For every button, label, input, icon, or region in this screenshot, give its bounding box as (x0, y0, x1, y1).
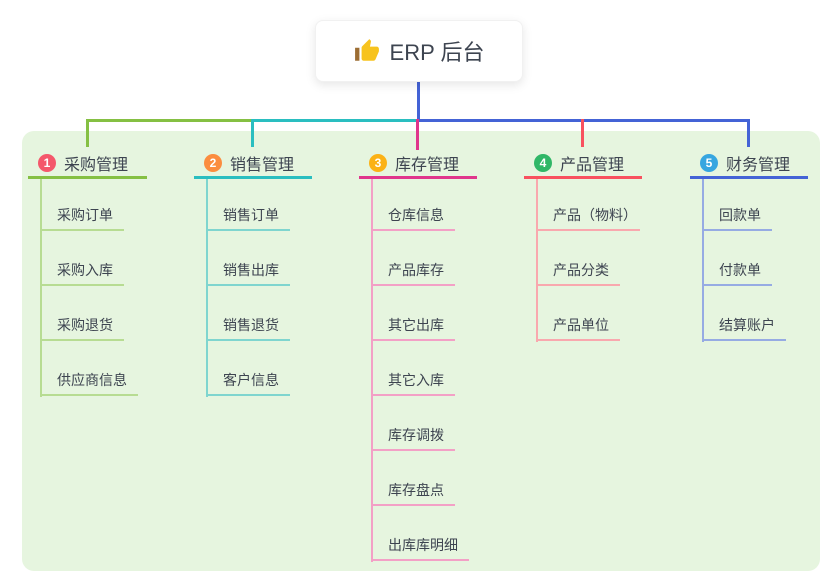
node-label[interactable]: 其它出库 (388, 317, 444, 333)
branch-underline-3 (359, 176, 477, 179)
branch-node-4[interactable]: 4 产品管理 (524, 150, 642, 176)
node-label[interactable]: 库存调拨 (388, 427, 444, 443)
connector-bus-green (87, 119, 253, 122)
connector-drop-branch-4 (581, 119, 584, 147)
child-underline (206, 229, 290, 231)
branch-underline-5 (690, 176, 808, 179)
node-label[interactable]: 结算账户 (719, 317, 775, 333)
branch-node-3[interactable]: 3 库存管理 (359, 150, 477, 176)
branch-trunk-5 (702, 179, 704, 342)
branch-label-5: 财务管理 (726, 157, 791, 174)
child-underline (702, 339, 786, 341)
branches-panel (22, 131, 820, 571)
branch-trunk-4 (536, 179, 538, 342)
node-label[interactable]: 付款单 (719, 262, 761, 278)
node-label[interactable]: 销售退货 (223, 317, 279, 333)
root-label: ERP 后台 (389, 40, 485, 65)
thumbs-up-icon (354, 38, 380, 64)
branch-trunk-2 (206, 179, 208, 397)
child-underline (40, 229, 124, 231)
child-underline (371, 284, 455, 286)
node-label[interactable]: 采购订单 (57, 207, 113, 223)
node-label[interactable]: 客户信息 (223, 372, 279, 388)
branch-badge-4: 4 (534, 154, 552, 172)
branch-node-1[interactable]: 1 采购管理 (28, 150, 147, 176)
child-underline (371, 394, 455, 396)
child-underline (40, 284, 124, 286)
node-label[interactable]: 产品（物料） (553, 207, 637, 223)
branch-label-3: 库存管理 (395, 157, 460, 174)
branch-badge-5: 5 (700, 154, 718, 172)
node-label[interactable]: 回款单 (719, 207, 761, 223)
connector-bus-teal (252, 119, 418, 122)
branch-node-2[interactable]: 2 销售管理 (194, 150, 312, 176)
branch-label-4: 产品管理 (560, 157, 625, 174)
node-label[interactable]: 产品单位 (553, 317, 609, 333)
branch-badge-1: 1 (38, 154, 56, 172)
branch-node-5[interactable]: 5 财务管理 (690, 150, 808, 176)
node-label[interactable]: 销售出库 (223, 262, 279, 278)
child-underline (536, 229, 640, 231)
child-underline (206, 339, 290, 341)
node-label[interactable]: 供应商信息 (57, 372, 127, 388)
node-label[interactable]: 仓库信息 (388, 207, 444, 223)
branch-underline-2 (194, 176, 312, 179)
child-underline (206, 284, 290, 286)
child-underline (371, 229, 455, 231)
child-underline (40, 394, 138, 396)
connector-drop-branch-3 (416, 119, 419, 150)
child-underline (40, 339, 124, 341)
node-label[interactable]: 出库库明细 (388, 537, 458, 553)
branch-label-2: 销售管理 (230, 157, 295, 174)
child-underline (371, 559, 469, 561)
connector-root-drop (417, 82, 420, 122)
child-underline (536, 339, 620, 341)
node-label[interactable]: 销售订单 (223, 207, 279, 223)
child-underline (702, 229, 772, 231)
connector-drop-branch-2 (251, 119, 254, 147)
branch-badge-3: 3 (369, 154, 387, 172)
node-label[interactable]: 采购入库 (57, 262, 113, 278)
branch-badge-2: 2 (204, 154, 222, 172)
root-node[interactable]: ERP 后台 (315, 20, 523, 82)
branch-underline-4 (524, 176, 642, 179)
child-underline (371, 339, 455, 341)
child-underline (371, 504, 455, 506)
connector-drop-branch-1 (86, 119, 89, 147)
child-underline (536, 284, 620, 286)
child-underline (702, 284, 772, 286)
branch-trunk-3 (371, 179, 373, 562)
node-label[interactable]: 产品库存 (388, 262, 444, 278)
branch-label-1: 采购管理 (64, 157, 129, 174)
node-label[interactable]: 产品分类 (553, 262, 609, 278)
branch-underline-1 (28, 176, 147, 179)
branch-trunk-1 (40, 179, 42, 397)
node-label[interactable]: 采购退货 (57, 317, 113, 333)
node-label[interactable]: 其它入库 (388, 372, 444, 388)
child-underline (371, 449, 455, 451)
node-label[interactable]: 库存盘点 (388, 482, 444, 498)
connector-drop-branch-5 (747, 119, 750, 147)
child-underline (206, 394, 290, 396)
